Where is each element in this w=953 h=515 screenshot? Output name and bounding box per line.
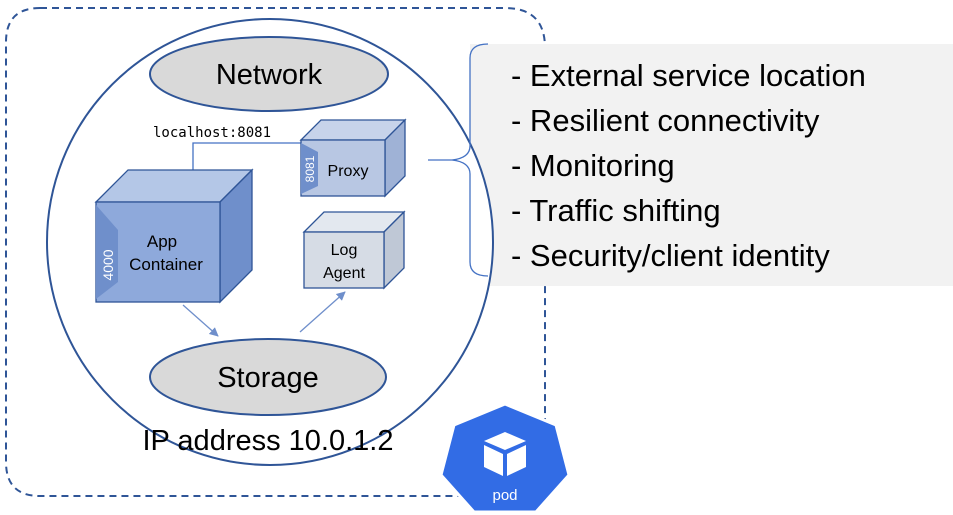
storage-label: Storage [217,362,319,394]
feature-item: - Monitoring [511,148,675,183]
network-node: Network [149,36,389,112]
app-to-storage-arrow [182,304,219,337]
connection-label: localhost:8081 [153,125,271,141]
pod-boundary [5,7,546,497]
log-agent-front [303,231,385,289]
storage-node: Storage [149,338,387,416]
feature-item: - Resilient connectivity [511,103,820,138]
log-agent-label-line1: Log [331,242,358,259]
proxy-label: Proxy [328,163,369,180]
pod-badge-label: pod [492,487,517,504]
app-port-tab [96,205,118,299]
localhost-connection [192,142,303,180]
features-list: - External service location - Resilient … [511,58,866,273]
app-container-label-line2: Container [129,255,203,274]
cube-icon [484,432,526,476]
pod-badge-shape [439,402,571,514]
feature-item: - Traffic shifting [511,193,721,228]
app-container-cube: 4000 App Container [94,168,254,304]
log-agent-label-line2: Agent [323,265,365,282]
log-agent-cube: Log Agent [302,210,406,290]
features-bracket [428,43,489,277]
feature-item: - Security/client identity [511,238,830,273]
storage-to-log-arrow [299,291,346,333]
proxy-cube: 8081 Proxy [299,118,407,198]
app-container-label-line1: App [147,232,177,251]
proxy-port-tab [301,143,318,194]
pod-ip-label: IP address 10.0.1.2 [143,425,394,457]
feature-item: - External service location [511,58,866,93]
pod-badge: pod [439,402,571,514]
network-label: Network [216,59,323,91]
features-panel [470,44,953,286]
app-port-label: 4000 [100,249,116,280]
proxy-port-label: 8081 [303,155,317,182]
